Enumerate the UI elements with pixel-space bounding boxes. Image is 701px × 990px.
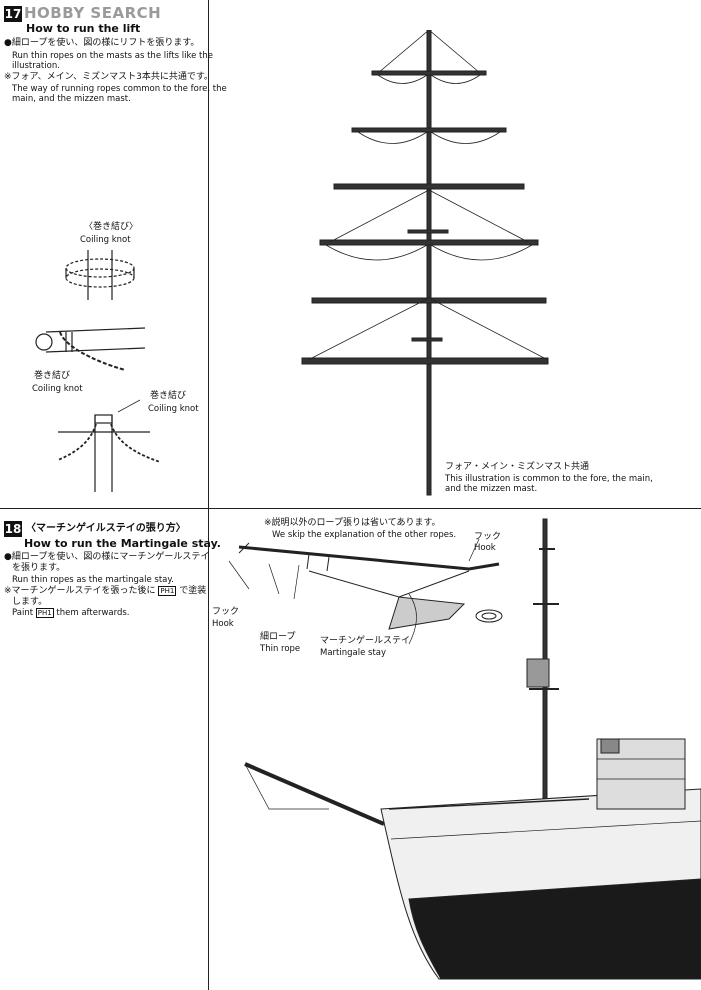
step-18-title-jp: 〈マーチンゲイルステイの張り方〉	[26, 523, 186, 534]
step-18-note-en: Paint PH1 them afterwards.	[12, 608, 130, 618]
hook-1-label-en: Hook	[474, 543, 496, 553]
step-17-bullet-en-1: Run thin ropes on the masts as the lifts…	[12, 51, 213, 61]
yard-6	[301, 357, 549, 365]
knot-1-label-en: Coiling knot	[80, 235, 131, 245]
thin-rope-label-jp: 細ロープ	[260, 632, 296, 642]
martingale-label-en: Martingale stay	[320, 648, 387, 658]
paint-code-badge-en: PH1	[35, 608, 54, 618]
knot-1-coil-a	[65, 258, 135, 278]
thin-rope-label-en: Thin rope	[260, 644, 301, 654]
watermark: HOBBY SEARCH	[24, 4, 162, 22]
step-18-bullet-jp-1: ●細ロープを使い、図の様にマーチンゲールステイ	[4, 552, 210, 562]
knot-2-spar	[45, 327, 146, 353]
step-17-title: How to run the lift	[26, 22, 141, 35]
step-17-note-jp: ※フォア、メイン、ミズンマスト3本共に共通です。	[4, 72, 213, 82]
knot-3-label-en: Coiling knot	[148, 404, 199, 414]
step-17-number: 17	[4, 6, 22, 22]
step-18-bullet-en: Run thin ropes as the martingale stay.	[12, 575, 174, 585]
hook-1-label-jp: フック	[474, 532, 502, 542]
step-17-note-en-1: The way of running ropes common to the f…	[12, 84, 227, 94]
ship-illustration	[228, 518, 701, 980]
section-divider	[0, 508, 701, 509]
mast-caption-en-2: and the mizzen mast.	[445, 484, 538, 494]
mast-caption-en-1: This illustration is common to the fore,…	[445, 474, 653, 484]
martingale-stay-line	[308, 570, 470, 598]
ring-part	[475, 609, 503, 623]
step-18-title-en: How to run the Martingale stay.	[24, 537, 221, 550]
ship-hull-lower	[408, 878, 701, 980]
step-18-note-jp-3: します。	[12, 597, 48, 607]
knot-1-spar	[87, 250, 113, 300]
step-18-number: 18	[4, 521, 22, 537]
mast-caption-jp: フォア・メイン・ミズンマスト共通	[445, 462, 590, 472]
yard-5	[311, 297, 547, 304]
yard-2	[351, 127, 507, 133]
knot-2-label-en: Coiling knot	[32, 384, 83, 394]
step-18-note-jp: ※マーチンゲールステイを張った後に PH1 で塗装	[4, 586, 207, 596]
skip-note-en: We skip the explanation of the other rop…	[272, 530, 457, 540]
yard-3	[333, 183, 525, 190]
hook-2-label-en: Hook	[212, 619, 234, 629]
knot-3-mast	[94, 415, 113, 492]
step-17-bullet-jp: ●細ロープを使い、図の様にリフトを張ります。	[4, 38, 200, 48]
step-17-note-en-2: main, and the mizzen mast.	[12, 94, 131, 104]
knot-illustrations	[35, 250, 161, 492]
yard-4	[319, 239, 539, 246]
knot-1-coil-b	[65, 268, 135, 288]
paint-code-badge-jp: PH1	[158, 586, 177, 596]
mast-pole	[426, 30, 432, 496]
step-18-bullet-jp-2: を張ります。	[12, 563, 66, 573]
ship-bowsprit	[244, 762, 385, 826]
knot-2-label-jp: 巻き結び	[34, 371, 71, 381]
yard-1	[371, 70, 487, 76]
bowsprit-detail	[238, 545, 500, 571]
figurehead	[388, 596, 466, 630]
mast-illustration	[301, 30, 549, 496]
knot-1-label-jp: 〈巻き結び〉	[84, 222, 139, 232]
column-divider	[208, 0, 209, 990]
skip-note-jp: ※説明以外のロープ張りは省いてあります。	[264, 518, 441, 528]
step-17-bullet-en-2: illustration.	[12, 61, 60, 71]
hook-2-label-jp: フック	[212, 607, 240, 617]
martingale-label-jp: マーチンゲールステイ	[320, 636, 411, 646]
knot-3-label-jp: 巻き結び	[150, 391, 187, 401]
